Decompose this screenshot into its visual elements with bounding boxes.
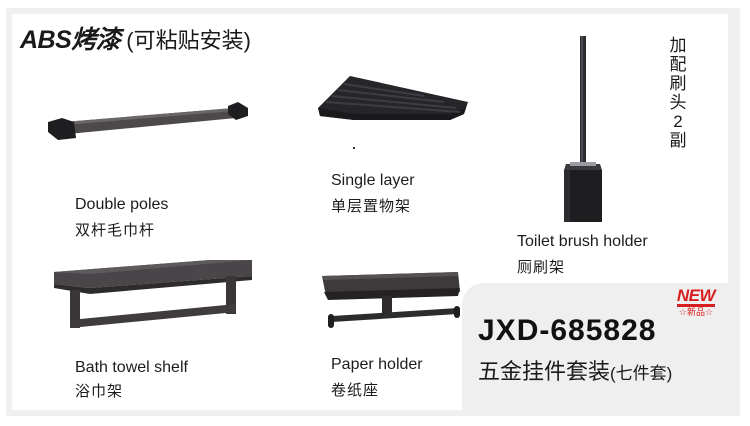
product-label-zh: 卷纸座 [331,382,380,399]
product-label-en: Bath towel shelf [75,359,188,376]
product-label-zh: 单层置物架 [331,198,412,215]
set-name-main: 五金挂件套装 [478,359,611,384]
product-label-zh: 双杆毛巾杆 [75,222,156,239]
paper-holder-icon [322,272,460,328]
note-char: 副 [669,131,687,150]
set-count: (七件套) [610,364,673,383]
model-number: JXD-685828 [478,314,657,347]
product-label-en: Toilet brush holder [517,233,648,250]
note-char: 加 [669,36,687,55]
new-sub-label: ☆新品☆ [678,307,714,317]
product-label-en: Double poles [75,196,169,213]
note-char: 刷 [669,74,687,93]
note-char: 配 [669,55,687,74]
note-char: 2 [673,112,683,131]
page-title: ABS烤漆(可粘贴安装) [20,20,251,56]
double-towel-bar-icon [48,102,248,140]
toilet-brush-holder-icon [564,36,602,222]
product-label-zh: 厕刷架 [517,259,566,276]
brush-head-note: 加 配 刷 头 2 副 [668,36,688,150]
new-badge: NEW ☆新品☆ [668,286,724,318]
title-sub: (可粘贴安装) [126,28,251,53]
title-main: ABS烤漆 [20,26,121,54]
product-label-en: Single layer [331,172,415,189]
note-char: 头 [669,93,687,112]
corner-shelf-icon [318,76,468,120]
dot-mark [353,147,355,149]
bath-towel-shelf-icon [54,260,252,328]
new-label: NEW [676,286,716,307]
product-label-zh: 浴巾架 [75,383,124,400]
product-label-en: Paper holder [331,356,423,373]
set-name: 五金挂件套装(七件套) [478,354,672,386]
